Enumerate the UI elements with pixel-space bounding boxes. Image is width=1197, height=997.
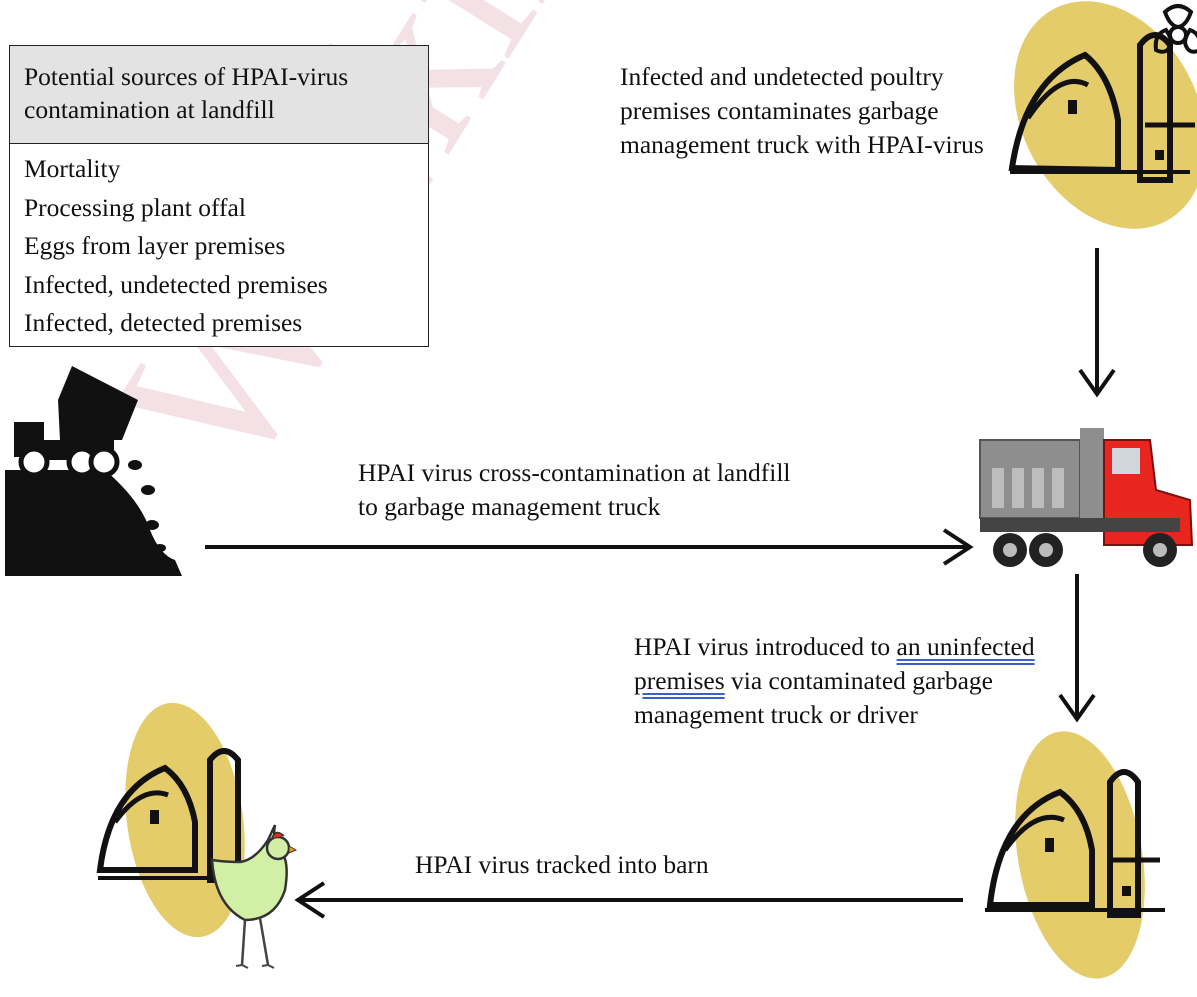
- label-line: HPAI virus cross-contamination at landfi…: [358, 458, 791, 487]
- sources-title-line2: contamination at landfill: [24, 95, 275, 124]
- virus-introduced-label: HPAI virus introduced to an uninfected p…: [634, 630, 1035, 732]
- sources-list: Mortality Processing plant offal Eggs fr…: [10, 144, 428, 343]
- source-item: Eggs from layer premises: [24, 231, 286, 260]
- label-line: Infected and undetected poultry: [620, 62, 944, 91]
- underlined-text: premises: [634, 666, 725, 695]
- uninfected-farm-icon: [985, 731, 1165, 979]
- source-item: Infected, undetected premises: [24, 269, 328, 299]
- arrow-landfill-to-truck: [205, 528, 974, 566]
- garbage-truck-icon: [979, 428, 1194, 567]
- landfill-icon: [5, 366, 182, 576]
- arrow-truck-to-farm: [1058, 574, 1096, 723]
- source-item: Mortality: [24, 154, 121, 183]
- source-item: Infected, detected premises: [24, 308, 303, 337]
- label-text: via contaminated garbage: [724, 666, 993, 695]
- biohazard-icon: [1153, 4, 1197, 54]
- label-text: HPAI virus introduced to: [634, 632, 897, 661]
- arrow-farm-to-barn: [294, 881, 963, 919]
- label-line: HPAI virus introduced to an uninfected: [634, 630, 1035, 664]
- infected-farm-icon: [1008, 1, 1197, 229]
- label-line: management truck or driver: [634, 700, 918, 729]
- contamination-sources-table: Potential sources of HPAI-virus contamin…: [9, 45, 429, 347]
- arrow-farm-to-truck: [1078, 248, 1116, 398]
- source-item: Processing plant offal: [24, 192, 246, 222]
- sources-title-line1: Potential sources of HPAI-virus: [24, 62, 349, 91]
- chicken-icon: [210, 824, 298, 969]
- sources-table-header: Potential sources of HPAI-virus contamin…: [10, 46, 428, 144]
- infected-premises-label: Infected and undetected poultry premises…: [620, 60, 984, 162]
- label-line: premises via contaminated garbage: [634, 664, 1035, 698]
- label-line: management truck with HPAI-virus: [620, 130, 984, 159]
- underlined-text: an uninfected: [896, 632, 1035, 661]
- label-line: to garbage management truck: [358, 492, 661, 521]
- label-line: premises contaminates garbage: [620, 96, 939, 125]
- tracked-into-barn-label: HPAI virus tracked into barn: [415, 850, 709, 879]
- cross-contamination-label: HPAI virus cross-contamination at landfi…: [358, 456, 791, 524]
